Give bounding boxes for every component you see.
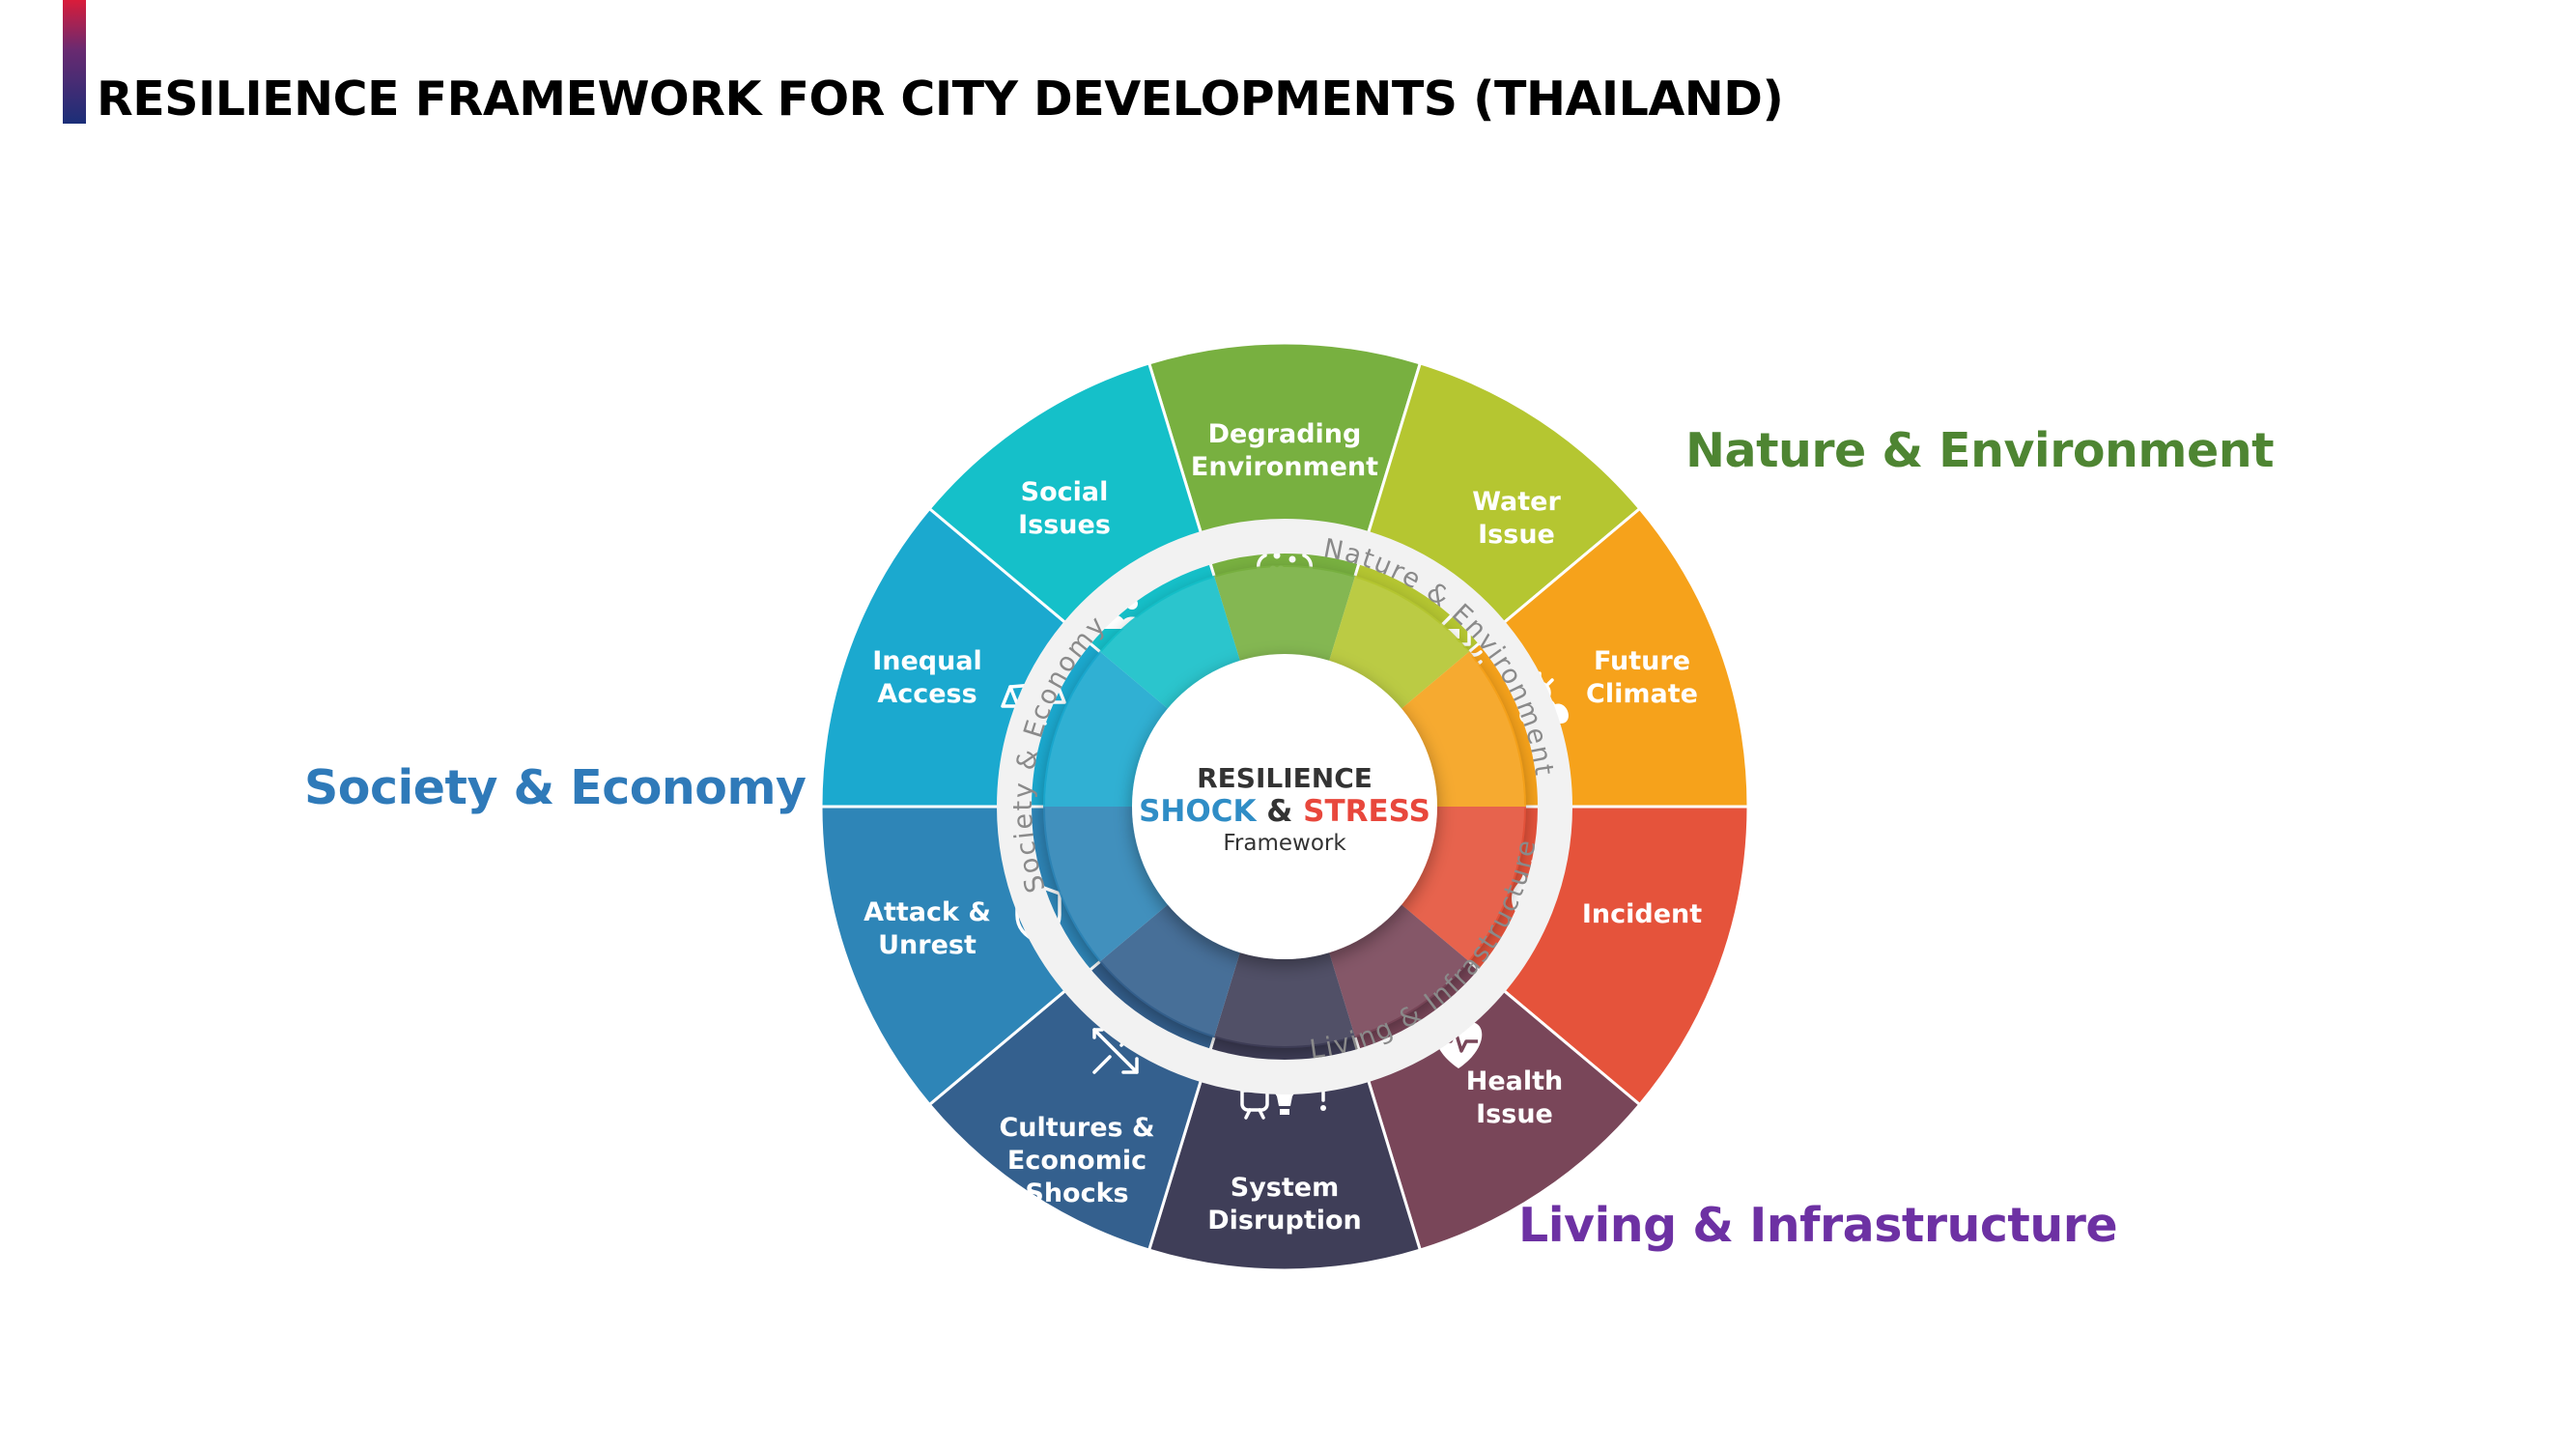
segment-label-line: Issue — [1478, 520, 1555, 550]
segment-label-line: Disruption — [1207, 1206, 1362, 1236]
segment-label-line: Climate — [1586, 679, 1698, 709]
group-label-living: Living & Infrastructure — [1518, 1198, 2118, 1253]
center-title: RESILIENCE — [1197, 762, 1373, 794]
segment-label-line: Future — [1594, 646, 1690, 676]
segment-label-line: Attack & — [863, 897, 991, 927]
segment-label-line: Environment — [1191, 452, 1378, 482]
group-ring — [997, 519, 1572, 1094]
segment-label-line: Cultures & — [999, 1113, 1154, 1143]
segment-label-line: Issue — [1476, 1099, 1553, 1129]
segment-label-line: Economic — [1007, 1146, 1146, 1176]
segment-label-line: Health — [1466, 1066, 1564, 1096]
segment-label-line: Issues — [1018, 510, 1111, 540]
segment-label-line: Shocks — [1025, 1179, 1128, 1208]
segment-label-line: Incident — [1582, 899, 1702, 929]
segment-label-line: Unrest — [878, 930, 977, 960]
center-framework: Framework — [1223, 831, 1346, 856]
segment-label-line: Social — [1021, 477, 1109, 507]
page-title: RESILIENCE FRAMEWORK FOR CITY DEVELOPMEN… — [97, 71, 1784, 127]
title-accent-bar — [63, 0, 86, 124]
center-shock: SHOCK — [1139, 794, 1257, 829]
segment-label-line: Inequal — [872, 646, 982, 676]
segment-label-line: System — [1231, 1173, 1339, 1203]
group-label-society: Society & Economy — [304, 760, 807, 815]
segment-label-incident: Incident — [1582, 899, 1702, 929]
group-label-nature: Nature & Environment — [1685, 423, 2275, 478]
inner-sector-system-disruption — [1213, 945, 1356, 1048]
center-shock-stress: SHOCK & STRESS — [1139, 794, 1430, 829]
segment-label-attack-unrest: Attack &Unrest — [863, 897, 991, 960]
segment-label-line: Water — [1472, 487, 1561, 517]
inner-sector-degrading-environment — [1213, 565, 1356, 668]
segment-label-line: Degrading — [1208, 419, 1362, 449]
segment-label-line: Access — [877, 679, 977, 709]
center-stress: STRESS — [1303, 794, 1430, 829]
center-amp: & — [1266, 794, 1292, 829]
center-circle — [1132, 654, 1437, 959]
